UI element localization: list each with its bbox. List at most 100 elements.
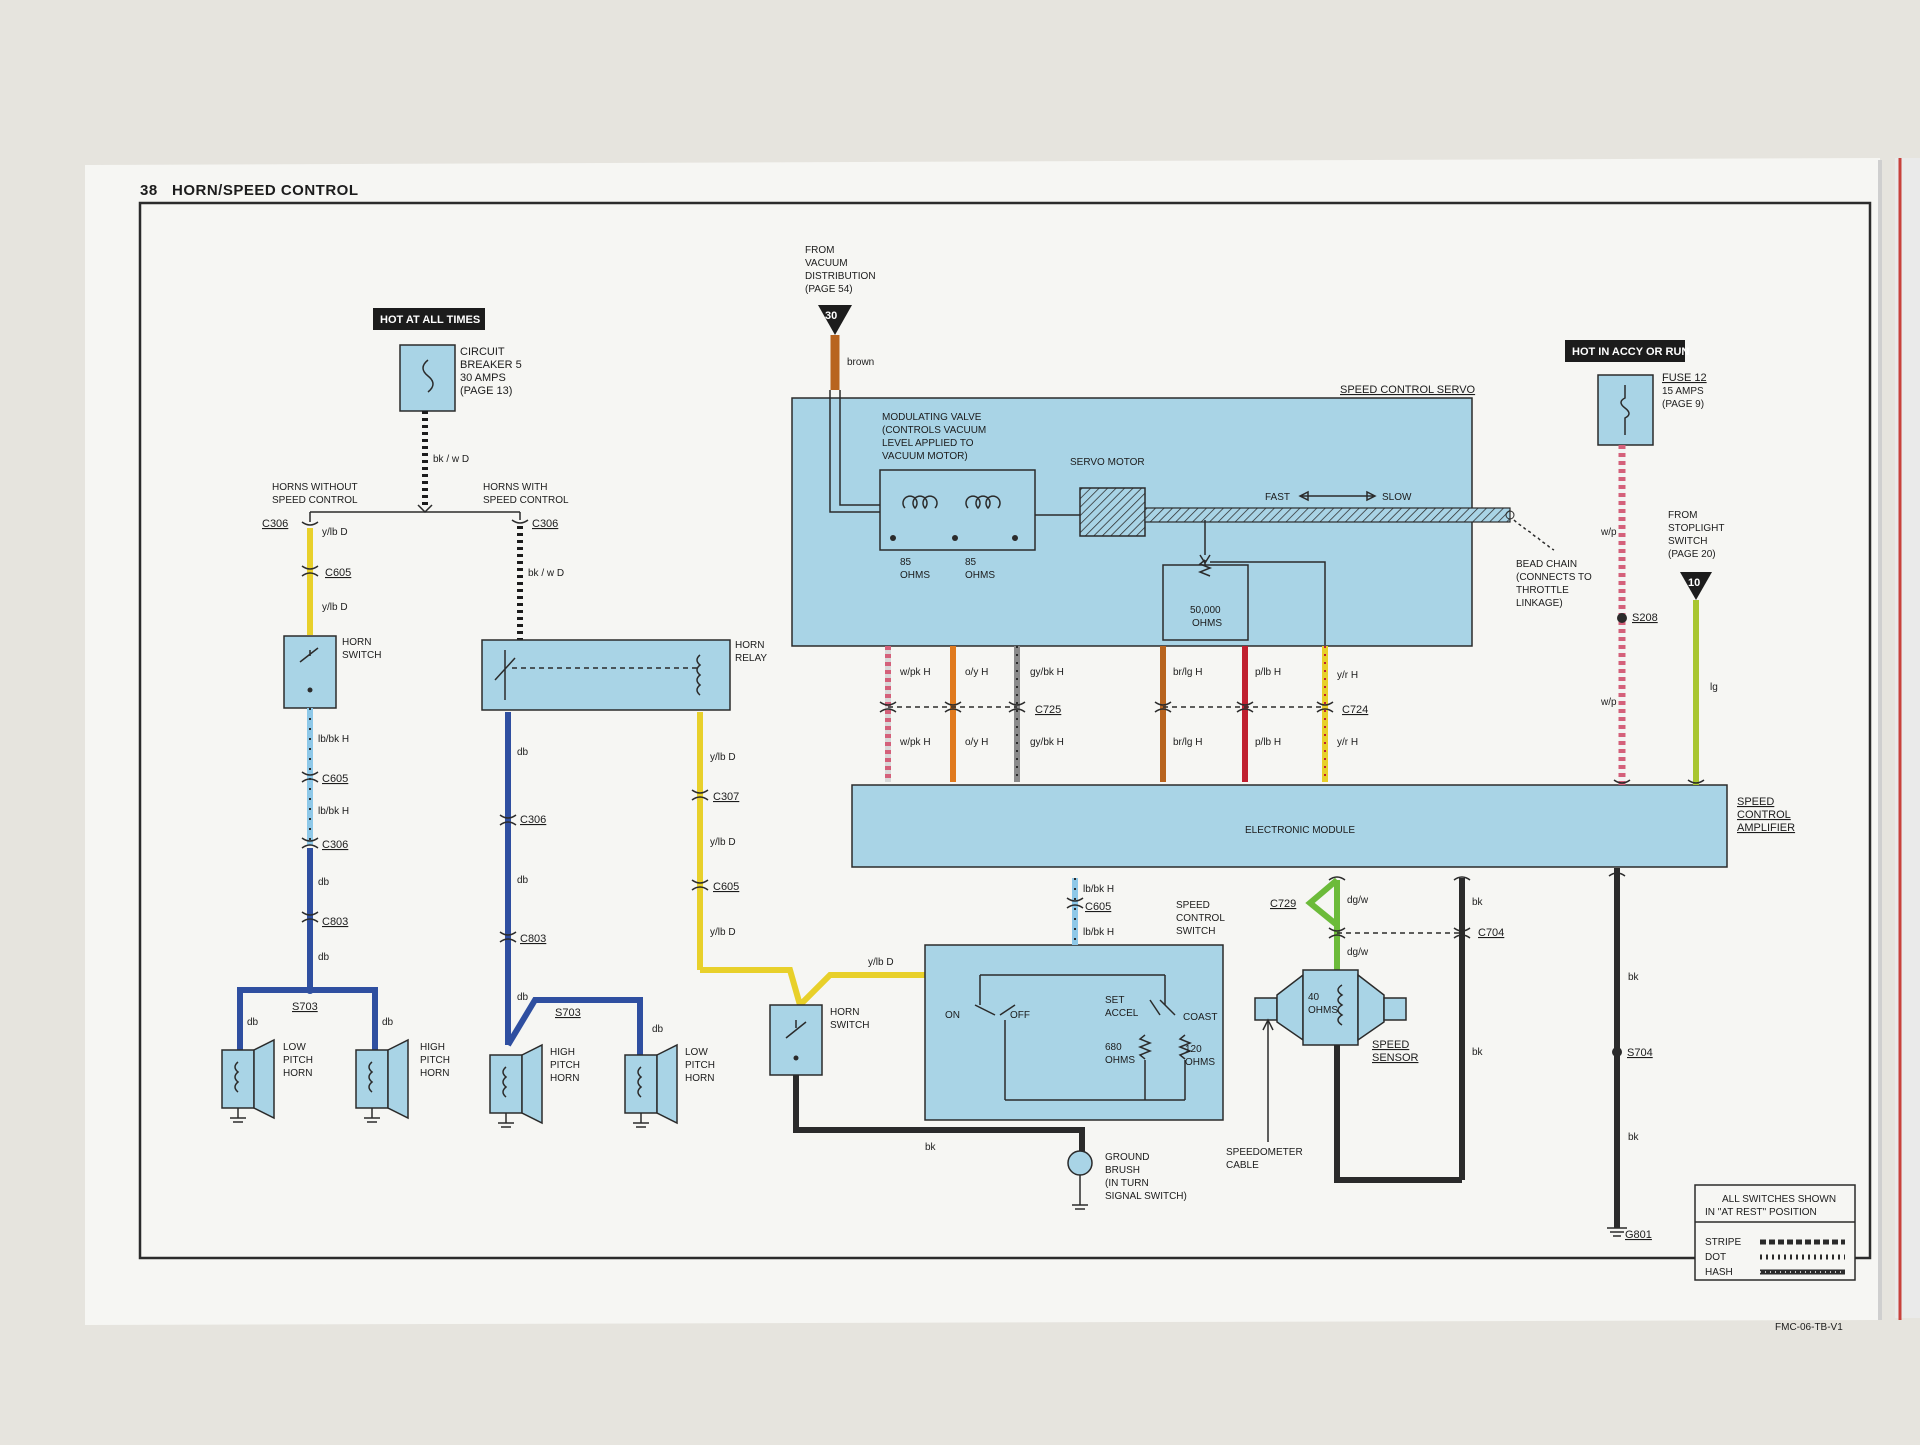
high-pitch-right-label-1: HIGH bbox=[550, 1047, 575, 1058]
low-pitch-right-label-2: PITCH bbox=[685, 1060, 715, 1071]
fuse-icon bbox=[1620, 385, 1630, 435]
bead-chain bbox=[1513, 519, 1555, 551]
modulating-valve-label-1: MODULATING VALVE bbox=[882, 412, 982, 423]
modulating-valve-label-4: VACUUM MOTOR) bbox=[882, 451, 968, 462]
ohms40-label-1: 40 bbox=[1308, 992, 1320, 1003]
connector-c306-c: C306 bbox=[532, 518, 558, 530]
low-pitch-right-label-1: LOW bbox=[685, 1047, 708, 1058]
diagram-frame bbox=[138, 201, 1872, 1260]
wire-label-y-r-h-2: y/r H bbox=[1337, 737, 1358, 748]
bead-chain-label-4: LINKAGE) bbox=[1516, 598, 1563, 609]
page-number: 38 bbox=[140, 182, 158, 199]
connector-c704: C704 bbox=[1478, 927, 1504, 939]
ohms680-label-1: 680 bbox=[1105, 1042, 1122, 1053]
wire-label-bk-4: bk bbox=[1472, 897, 1484, 908]
ohms50000-label-2: OHMS bbox=[1192, 618, 1222, 629]
horns-with-label-2: SPEED CONTROL bbox=[483, 495, 569, 506]
horn-switch-center-label-2: SWITCH bbox=[830, 1020, 869, 1031]
horns-without-label-1: HORNS WITHOUT bbox=[272, 482, 358, 493]
modulating-valve bbox=[879, 469, 1036, 551]
fast-slow-arrow bbox=[1298, 490, 1377, 502]
wire-label-lb-bk-h-3: lb/bk H bbox=[1083, 884, 1114, 895]
wire-label-dg-w-2: dg/w bbox=[1347, 947, 1369, 958]
low-pitch-horn-right bbox=[624, 1043, 678, 1128]
ground-brush-label-1: GROUND bbox=[1105, 1152, 1149, 1163]
horn-switch-left-label-1: HORN bbox=[342, 637, 371, 648]
splice-s1703-left: S703 bbox=[292, 1001, 318, 1013]
speed-control-switch-label-1: SPEED bbox=[1176, 900, 1210, 911]
ohms50000-label-1: 50,000 bbox=[1190, 605, 1221, 616]
horn-switch-left-label-2: SWITCH bbox=[342, 650, 381, 661]
wire-label-y-lb-d-5: y/lb D bbox=[710, 927, 736, 938]
wire-label-p-lb-h-2: p/lb H bbox=[1255, 737, 1281, 748]
wire-label-db-7: db bbox=[517, 992, 529, 1003]
hot-at-all-times-label: HOT AT ALL TIMES bbox=[380, 314, 480, 326]
wire-label-w-pk-h-2: w/pk H bbox=[899, 737, 931, 748]
ohms85-right-label-1: 85 bbox=[965, 557, 977, 568]
vacuum-line bbox=[829, 390, 880, 513]
modulating-valve-label-2: (CONTROLS VACUUM bbox=[882, 425, 986, 436]
connector-c605-b: C605 bbox=[322, 773, 348, 785]
switch-off-label: OFF bbox=[1010, 1010, 1030, 1021]
speedometer-cable-label-2: CABLE bbox=[1226, 1160, 1259, 1171]
wire-label-y-r-h-1: y/r H bbox=[1337, 670, 1358, 681]
wire-label-br-lg-h-2: br/lg H bbox=[1173, 737, 1202, 748]
from-vacuum-label-2: VACUUM bbox=[805, 258, 848, 269]
horn-relay-label-2: RELAY bbox=[735, 653, 767, 664]
high-pitch-label-3: HORN bbox=[420, 1068, 449, 1079]
splice-s1703-right: S703 bbox=[555, 1007, 581, 1019]
wire-label-db-5: db bbox=[517, 747, 529, 758]
wire-label-lb-bk-h-4: lb/bk H bbox=[1083, 927, 1114, 938]
vacuum-source-arrow bbox=[818, 305, 852, 335]
servo-motor bbox=[1079, 487, 1146, 537]
speed-control-switch-label-2: CONTROL bbox=[1176, 913, 1225, 924]
ohms85-left-label-2: OHMS bbox=[900, 570, 930, 581]
low-pitch-right-label-3: HORN bbox=[685, 1073, 714, 1084]
wire-label-o-y-h-1: o/y H bbox=[965, 667, 988, 678]
footer-code: FMC-06-TB-V1 bbox=[1775, 1322, 1843, 1333]
connector-c605-a: C605 bbox=[325, 567, 351, 579]
amplifier-label-2: CONTROL bbox=[1737, 809, 1791, 821]
speed-control-switch bbox=[924, 944, 1224, 1121]
wire-label-y-lb-d-3: y/lb D bbox=[710, 752, 736, 763]
legend-hash-label: HASH bbox=[1705, 1267, 1733, 1278]
ground-brush-label-2: BRUSH bbox=[1105, 1165, 1140, 1176]
amplifier-label-3: AMPLIFIER bbox=[1737, 822, 1795, 834]
ohms680-label-2: OHMS bbox=[1105, 1055, 1135, 1066]
high-pitch-horn-left bbox=[355, 1038, 409, 1123]
switch-on-label: ON bbox=[945, 1010, 960, 1021]
wire-label-bk-1: bk bbox=[925, 1142, 937, 1153]
wire-label-bk-2: bk bbox=[1628, 972, 1640, 983]
circuit-breaker-label-1: CIRCUIT bbox=[460, 346, 505, 358]
fuse-label-2: 15 AMPS bbox=[1662, 386, 1704, 397]
high-pitch-right-label-2: PITCH bbox=[550, 1060, 580, 1071]
wire-label-lg: lg bbox=[1710, 682, 1718, 693]
wire-label-gy-bk-h-1: gy/bk H bbox=[1030, 667, 1064, 678]
wire-label-db-6: db bbox=[517, 875, 529, 886]
coast-label: COAST bbox=[1183, 1012, 1217, 1023]
low-pitch-label-3: HORN bbox=[283, 1068, 312, 1079]
wire-label-w-pk-h-1: w/pk H bbox=[899, 667, 931, 678]
horns-with-label-1: HORNS WITH bbox=[483, 482, 547, 493]
servo-motor-label: SERVO MOTOR bbox=[1070, 457, 1145, 468]
ohms120-label-1: 120 bbox=[1185, 1044, 1202, 1055]
speed-control-switch-label-3: SWITCH bbox=[1176, 926, 1215, 937]
legend-note-1: ALL SWITCHES SHOWN bbox=[1722, 1194, 1836, 1205]
from-stoplight-label-2: STOPLIGHT bbox=[1668, 523, 1725, 534]
wire-label-y-lb-d-4: y/lb D bbox=[710, 837, 736, 848]
high-pitch-label-1: HIGH bbox=[420, 1042, 445, 1053]
speed-sensor bbox=[1254, 969, 1407, 1046]
wire-label-bk-3: bk bbox=[1628, 1132, 1640, 1143]
speed-sensor-label-2: SENSOR bbox=[1372, 1052, 1419, 1064]
high-pitch-right-label-3: HORN bbox=[550, 1073, 579, 1084]
from-vacuum-label-1: FROM bbox=[805, 245, 834, 256]
connector-c306-a: C306 bbox=[262, 518, 288, 530]
horn-switch-center-label-1: HORN bbox=[830, 1007, 859, 1018]
page-title: HORN/SPEED CONTROL bbox=[172, 182, 359, 199]
stoplight-source-number: 10 bbox=[1688, 577, 1700, 589]
bead-chain-label-2: (CONNECTS TO bbox=[1516, 572, 1592, 583]
connector-c307: C307 bbox=[713, 791, 739, 803]
from-stoplight-label-3: SWITCH bbox=[1668, 536, 1707, 547]
wire-label-br-lg-h-1: br/lg H bbox=[1173, 667, 1202, 678]
